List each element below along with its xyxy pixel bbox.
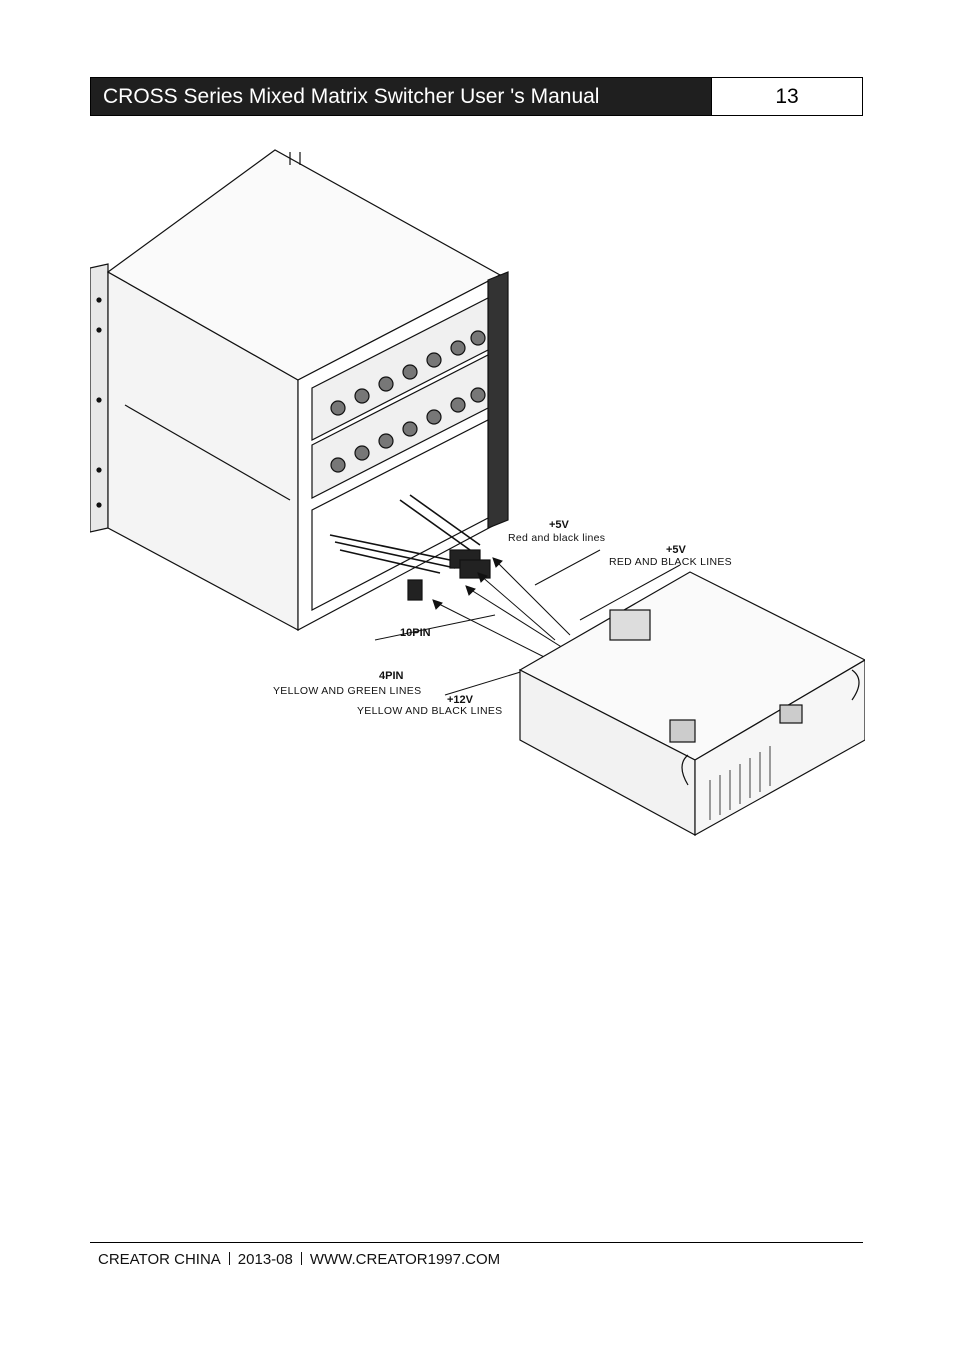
- label-5v-right: +5V: [666, 544, 687, 556]
- label-10pin: 10PIN: [400, 627, 431, 639]
- footer-date: 2013-08: [237, 1251, 293, 1268]
- label-yellow-black-lines: YELLOW AND BLACK LINES: [357, 705, 502, 717]
- page-footer: CREATOR CHINA 2013-08 WWW.CREATOR1997.COM: [98, 1251, 500, 1268]
- page-number: 13: [711, 78, 862, 115]
- label-5v-upper: +5V: [549, 519, 570, 531]
- footer-separator: [228, 1252, 230, 1265]
- label-red-black-lines: Red and black lines: [508, 532, 605, 544]
- label-4pin: 4PIN: [379, 670, 404, 682]
- footer-separator: [300, 1252, 302, 1265]
- power-supply-unit: [518, 571, 865, 837]
- matrix-chassis: [90, 149, 509, 632]
- wiring-diagram: +5V Red and black lines +5V RED AND BLAC…: [90, 149, 865, 837]
- page-header: CROSS Series Mixed Matrix Switcher User …: [90, 77, 863, 116]
- label-red-black-lines-caps: RED AND BLACK LINES: [609, 556, 732, 568]
- footer-website: WWW.CREATOR1997.COM: [309, 1251, 501, 1268]
- label-yellow-green-lines: YELLOW AND GREEN LINES: [273, 685, 421, 697]
- footer-divider: [90, 1242, 863, 1243]
- manual-title: CROSS Series Mixed Matrix Switcher User …: [91, 78, 711, 115]
- footer-company: CREATOR CHINA: [98, 1251, 221, 1268]
- label-12v: +12V: [447, 694, 474, 706]
